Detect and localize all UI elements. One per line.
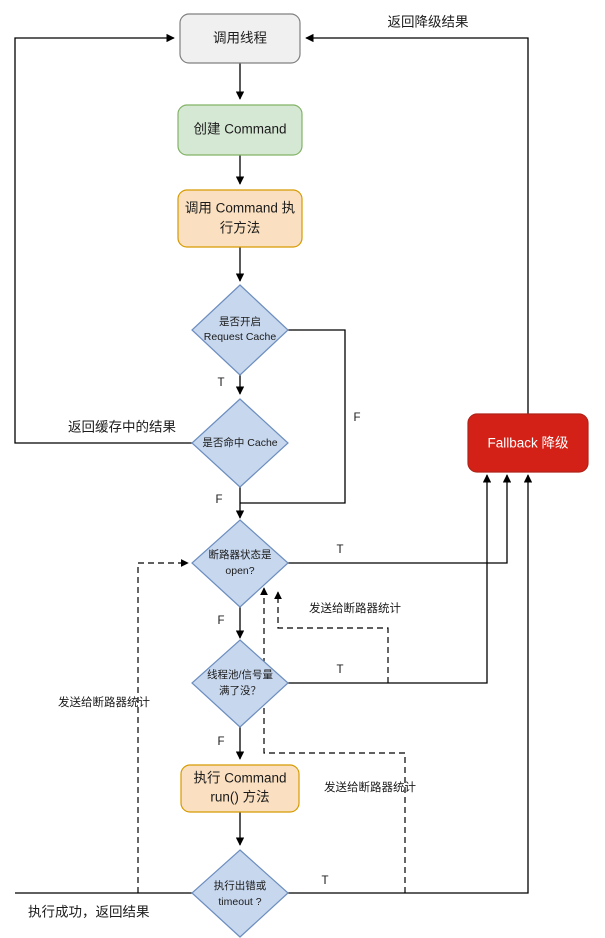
edge-fallback-return-to-caller <box>305 33 529 414</box>
error-timeout-diamond <box>191 849 289 938</box>
label-send-stats-breaker-3: 发送给断路器统计 <box>324 780 416 794</box>
caller-label: 调用线程 <box>213 31 267 46</box>
create-command-label: 创建 Command <box>193 122 286 137</box>
node-execute-command[interactable]: 调用 Command 执 行方法 <box>177 189 303 248</box>
label-success-return-result: 执行成功，返回结果 <box>28 905 150 920</box>
node-cache-hit[interactable]: 是否命中 Cache <box>191 398 289 488</box>
error-timeout-label-line1: 执行出错或 <box>214 879 267 892</box>
breaker-open-label-line1: 断路器状态是 <box>209 548 272 561</box>
breaker-open-label-line2: open? <box>225 565 254 577</box>
request-cache-label-line2: Request Cache <box>204 331 277 343</box>
pool-full-diamond <box>191 639 289 728</box>
label-send-stats-breaker-2: 发送给断路器统计 <box>58 695 150 709</box>
label-send-stats-breaker-1: 发送给断路器统计 <box>309 601 401 615</box>
fallback-box <box>467 413 589 473</box>
edge-error-true-to-fallback <box>287 474 533 894</box>
error-timeout-label-line2: timeout ? <box>218 896 261 908</box>
execute-command-box <box>177 189 303 248</box>
request-cache-label-line1: 是否开启 <box>219 315 261 328</box>
label-cache-true: T <box>217 377 224 389</box>
edge-stats-pool-to-breaker <box>274 591 389 683</box>
label-error-true: T <box>321 875 328 887</box>
label-breaker-true: T <box>336 544 343 556</box>
label-hit-false: F <box>215 494 222 506</box>
edge-stats-run-to-breaker <box>260 587 406 893</box>
execute-command-label-line1: 调用 Command 执 <box>185 201 295 216</box>
node-run-method[interactable]: 执行 Command run() 方法 <box>180 764 300 813</box>
request-cache-diamond <box>191 284 289 376</box>
node-pool-full[interactable]: 线程池/信号量 满了没？ <box>191 639 289 728</box>
cache-hit-label: 是否命中 Cache <box>202 436 277 449</box>
edge-pool-true-to-fallback <box>287 474 492 684</box>
create-command-box <box>177 104 303 156</box>
label-return-fallback-result: 返回降级结果 <box>388 15 469 30</box>
label-cache-false: F <box>353 412 360 424</box>
label-pool-true: T <box>336 664 343 676</box>
node-request-cache[interactable]: 是否开启 Request Cache <box>191 284 289 376</box>
label-pool-false: F <box>217 736 224 748</box>
node-create-command[interactable]: 创建 Command <box>177 104 303 156</box>
pool-full-label-line2: 满了没？ <box>219 685 261 697</box>
run-method-label-line1: 执行 Command <box>193 771 286 786</box>
edge-cache-hit-true-return-cached <box>14 33 193 444</box>
cache-hit-diamond <box>191 398 289 488</box>
label-return-cached-result: 返回缓存中的结果 <box>68 420 176 435</box>
edge-breaker-true-to-fallback <box>287 474 512 564</box>
run-method-box <box>180 764 300 813</box>
execute-command-label-line2: 行方法 <box>220 221 261 236</box>
fallback-label: Fallback 降级 <box>487 436 569 451</box>
node-fallback[interactable]: Fallback 降级 <box>467 413 589 473</box>
edge-stats-to-breaker-left <box>137 559 189 893</box>
run-method-label-line2: run() 方法 <box>210 790 269 805</box>
caller-box <box>179 13 301 64</box>
node-breaker-open[interactable]: 断路器状态是 open? <box>191 519 289 608</box>
pool-full-label-line1: 线程池/信号量 <box>207 668 273 681</box>
node-error-timeout[interactable]: 执行出错或 timeout ? <box>191 849 289 938</box>
edge-request-cache-false-to-breaker <box>240 329 346 504</box>
breaker-open-diamond <box>191 519 289 608</box>
node-caller[interactable]: 调用线程 <box>179 13 301 64</box>
label-breaker-false: F <box>217 615 224 627</box>
